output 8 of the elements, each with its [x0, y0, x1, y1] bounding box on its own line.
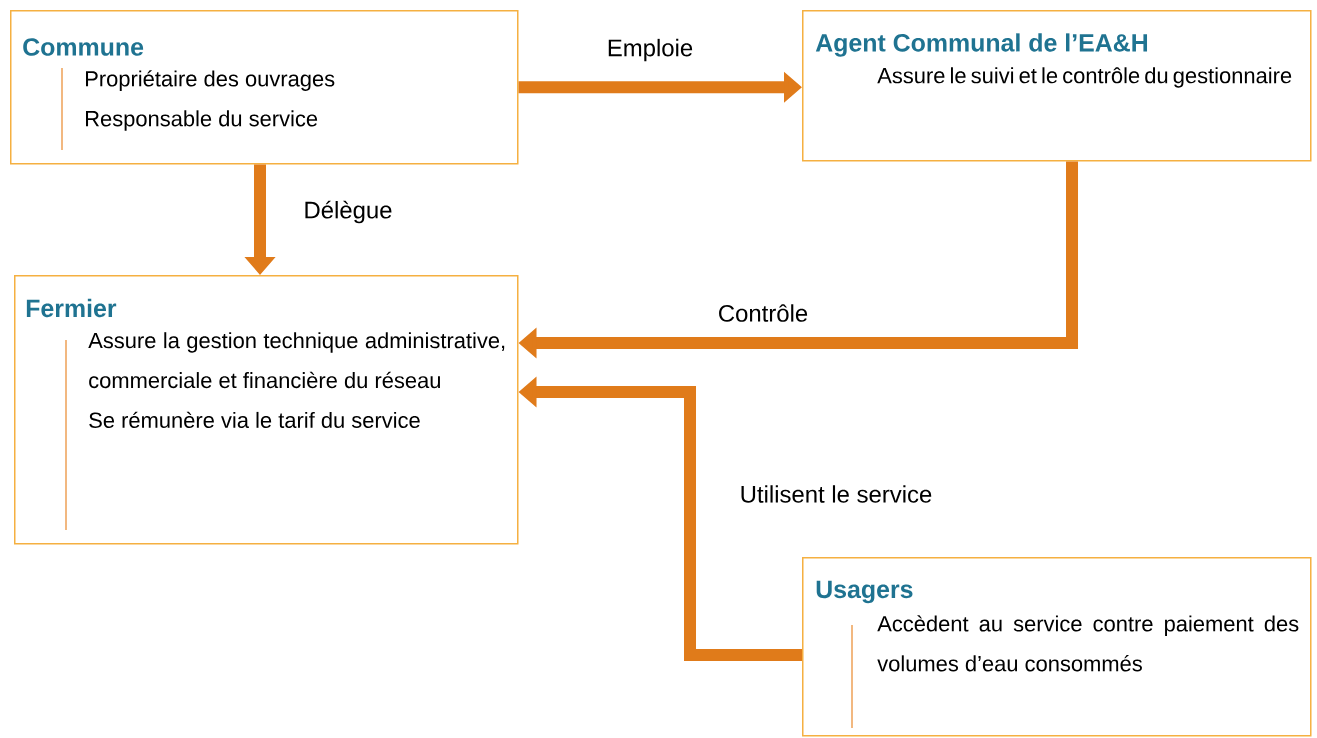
edge-label: Délègue	[301, 198, 395, 226]
process-box: Commune Propriétaire des ouvrages Responsable du service	[10, 10, 519, 165]
process-box: Fermier Assure la gestion technique administrative, commerciale et financière du réseau Se rémunère via le tarif du service	[14, 275, 519, 545]
process-box: Agent Communal de l’EA&H Assure le suivi et le contrôle du gestionnaire	[802, 10, 1312, 162]
edge-label: Utilisent le service	[737, 483, 935, 505]
edge-label: Contrôle	[715, 302, 811, 324]
process-box: Usagers Accèdent au service contre paiement des volumes d’eau consommés	[802, 557, 1312, 737]
edge-label: Emploie	[604, 36, 696, 64]
